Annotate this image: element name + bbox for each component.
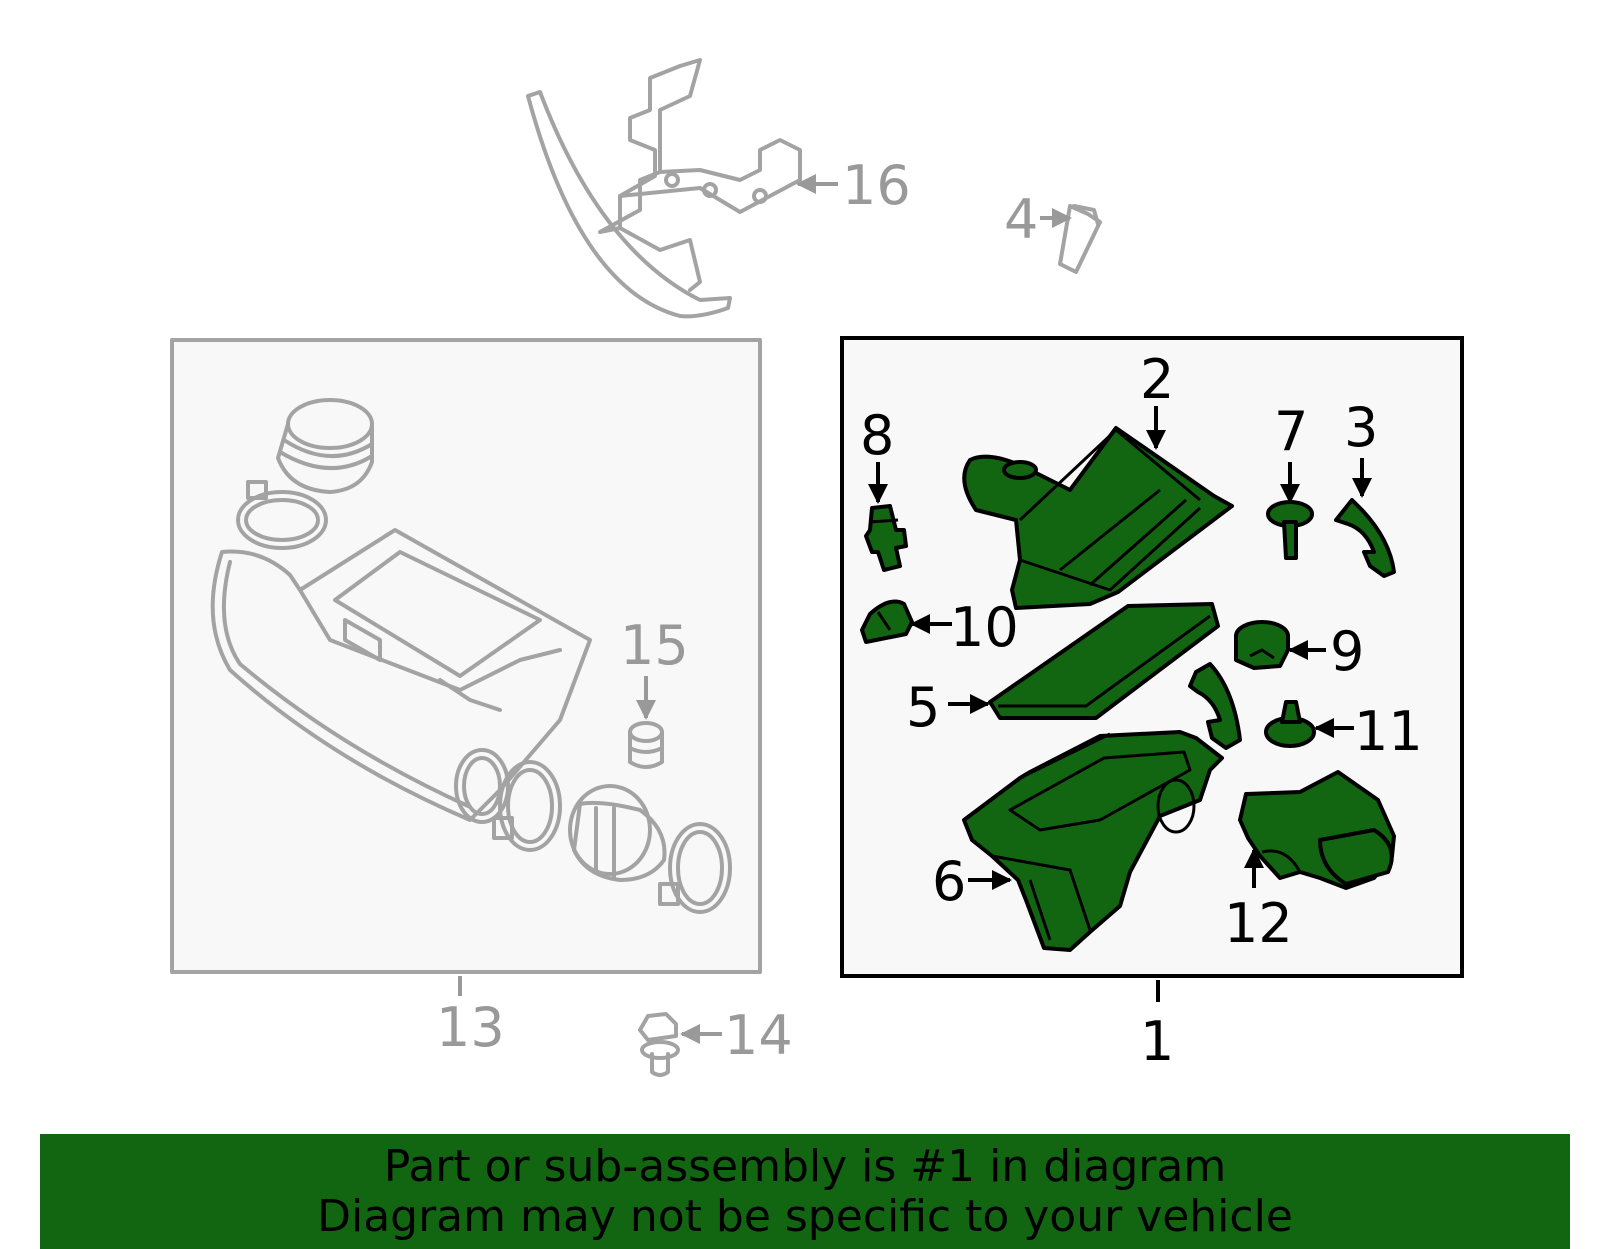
bolt-14[interactable] xyxy=(638,1012,722,1077)
grommet-10[interactable] xyxy=(860,599,914,644)
callout-3: 3 xyxy=(1344,396,1378,459)
callout-15: 15 xyxy=(620,614,689,677)
callout-14: 14 xyxy=(724,1004,793,1067)
sensor-8[interactable] xyxy=(864,504,908,572)
callout-4: 4 xyxy=(1004,188,1038,251)
banner-line-2: Diagram may not be specific to your vehi… xyxy=(317,1191,1293,1242)
upper-housing-2[interactable] xyxy=(962,426,1234,610)
callout-6: 6 xyxy=(932,850,966,913)
pin-11[interactable] xyxy=(1264,700,1316,748)
callout-11: 11 xyxy=(1354,700,1423,763)
lower-housing-6[interactable] xyxy=(962,730,1224,952)
callout-1: 1 xyxy=(1140,1010,1174,1073)
callout-5: 5 xyxy=(906,676,940,739)
callout-13: 13 xyxy=(436,996,505,1059)
assembly-13-parts[interactable] xyxy=(210,398,732,914)
grommet-15[interactable] xyxy=(628,676,664,769)
banner-line-1: Part or sub-assembly is #1 in diagram xyxy=(383,1141,1227,1192)
sensor-4[interactable] xyxy=(1040,204,1102,274)
callout-16: 16 xyxy=(842,154,911,217)
callout-2: 2 xyxy=(1140,348,1174,411)
filter-5[interactable] xyxy=(988,602,1220,720)
bracket-16[interactable] xyxy=(526,58,838,319)
callout-10: 10 xyxy=(950,596,1019,659)
info-banner: Part or sub-assembly is #1 in diagram Di… xyxy=(40,1134,1570,1249)
intake-duct-12[interactable] xyxy=(1238,770,1396,890)
callout-7: 7 xyxy=(1274,400,1308,463)
callout-9: 9 xyxy=(1330,620,1364,683)
bracket-3[interactable] xyxy=(1334,498,1396,578)
callout-8: 8 xyxy=(860,404,894,467)
callout-12: 12 xyxy=(1224,892,1293,955)
bracket-small[interactable] xyxy=(1188,662,1242,750)
grommet-9[interactable] xyxy=(1234,620,1290,670)
assembly-13-box xyxy=(170,338,762,974)
